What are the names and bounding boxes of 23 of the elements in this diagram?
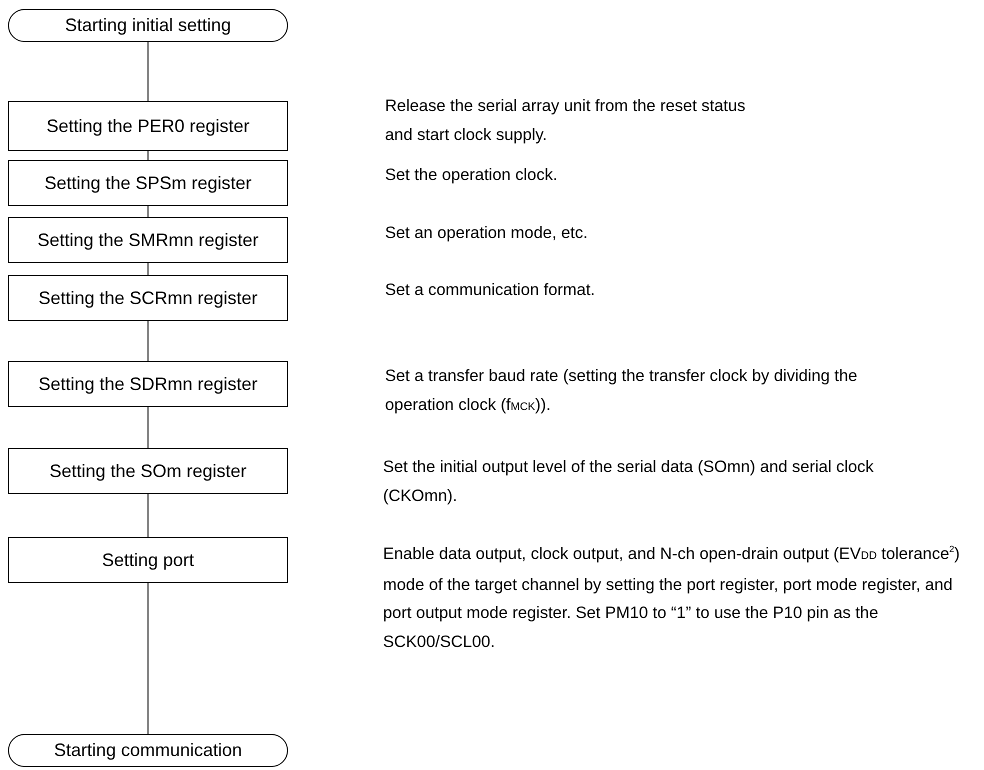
process-box [8, 217, 288, 263]
process-box [8, 537, 288, 583]
step-description: Set the initial output level of the serial data (SOmn) and serial clock (CKOmn). [383, 457, 875, 506]
step-description: Set a communication format. [385, 280, 596, 301]
terminal-shape [8, 9, 288, 42]
process-box [8, 275, 288, 321]
node-label: Setting the SMRmn register [37, 230, 259, 250]
node-label: Setting the SPSm register [44, 172, 252, 194]
step-description: Set the operation clock. [385, 165, 558, 186]
terminal-shape [8, 734, 288, 767]
node-label: Starting communication [54, 740, 242, 761]
node-label: Setting the SOm register [49, 460, 247, 482]
node-label: Starting initial setting [64, 15, 232, 36]
process-box [8, 448, 288, 494]
process-box [8, 361, 288, 407]
step-description: Set an operation mode, etc. [385, 223, 589, 244]
process-box [8, 101, 288, 151]
node-label: Setting the PER0 register [46, 116, 250, 136]
node-label: Setting the SCRmn register [38, 288, 258, 308]
process-box [8, 160, 288, 206]
node-label: Setting the SDRmn register [38, 374, 258, 394]
step-description: Release the serial array unit from the reset status and start clock supply. [385, 96, 746, 146]
node-label: Setting port [102, 550, 194, 570]
